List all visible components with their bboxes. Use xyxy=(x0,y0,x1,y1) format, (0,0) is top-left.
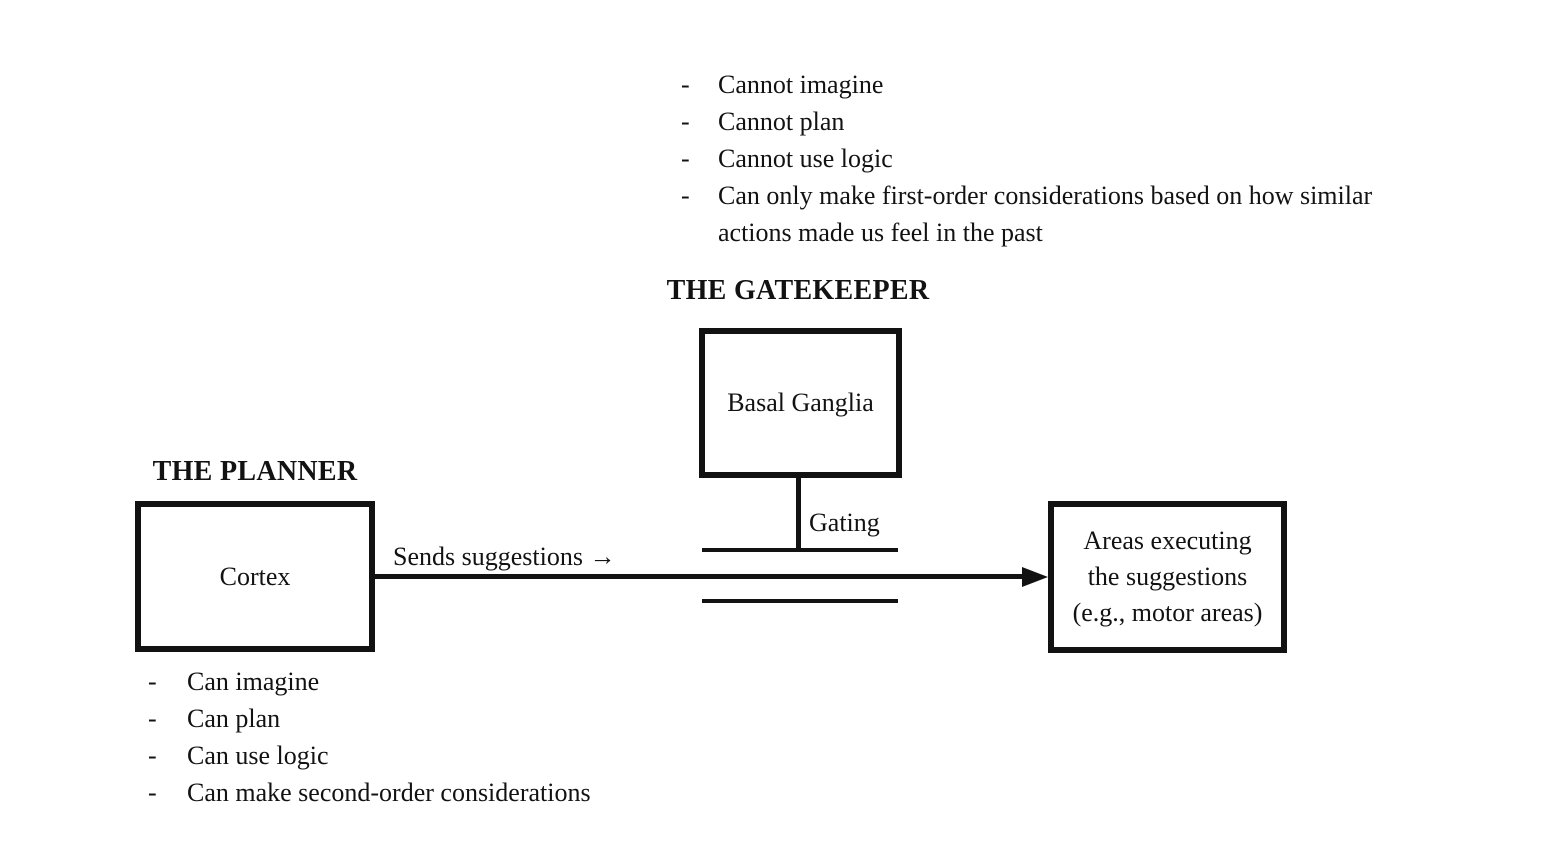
planner-note-text: Can use logic xyxy=(187,741,329,770)
planner-note-text: Can plan xyxy=(187,704,281,733)
list-item: - Can plan xyxy=(148,700,748,737)
basal-ganglia-label: Basal Ganglia xyxy=(727,388,874,417)
gating-label: Gating xyxy=(809,508,880,537)
list-item: - Cannot imagine xyxy=(681,66,1391,103)
list-item: - Can imagine xyxy=(148,663,748,700)
gatekeeper-note-text: Cannot imagine xyxy=(718,70,884,99)
gatekeeper-note-text: Cannot plan xyxy=(718,107,845,136)
executing-areas-line: the suggestions xyxy=(1087,562,1248,591)
gatekeeper-title: THE GATEKEEPER xyxy=(666,275,930,306)
list-item: - Cannot use logic xyxy=(681,140,1391,177)
suggestion-arrow-shaft xyxy=(375,574,1023,579)
gatekeeper-note-text: Cannot use logic xyxy=(718,144,893,173)
planner-notes-list: - Can imagine - Can plan - Can use logic… xyxy=(148,663,748,811)
bullet-dash: - xyxy=(681,144,690,173)
executing-areas-box: Areas executing the suggestions (e.g., m… xyxy=(1048,501,1287,653)
bullet-dash: - xyxy=(148,778,157,807)
planner-note-text: Can make second-order considerations xyxy=(187,778,591,807)
planner-title: THE PLANNER xyxy=(152,456,358,487)
gating-stem-line xyxy=(796,478,801,552)
list-item: - Can use logic xyxy=(148,737,748,774)
bullet-dash: - xyxy=(681,70,690,99)
gate-bar-bottom xyxy=(702,599,898,603)
sends-suggestions-label: Sends suggestions → xyxy=(393,542,616,571)
bullet-dash: - xyxy=(148,667,157,696)
gate-bar-top xyxy=(702,548,898,552)
suggestion-arrow-head-icon xyxy=(1022,567,1048,587)
executing-areas-line: Areas executing xyxy=(1083,526,1252,555)
gatekeeper-notes-list: - Cannot imagine - Cannot plan - Cannot … xyxy=(681,66,1391,251)
executing-areas-line: (e.g., motor areas) xyxy=(1072,598,1263,627)
list-item: - Can only make first-order consideratio… xyxy=(681,177,1391,251)
cortex-box: Cortex xyxy=(135,501,375,652)
list-item: - Cannot plan xyxy=(681,103,1391,140)
cortex-label: Cortex xyxy=(219,561,291,591)
planner-note-text: Can imagine xyxy=(187,667,320,696)
bullet-dash: - xyxy=(148,741,157,770)
basal-ganglia-box: Basal Ganglia xyxy=(699,328,902,478)
gatekeeper-note-text: Can only make first-order considerations… xyxy=(718,181,1373,247)
list-item: - Can make second-order considerations xyxy=(148,774,748,811)
bullet-dash: - xyxy=(148,704,157,733)
bullet-dash: - xyxy=(681,107,690,136)
bullet-dash: - xyxy=(681,181,690,210)
